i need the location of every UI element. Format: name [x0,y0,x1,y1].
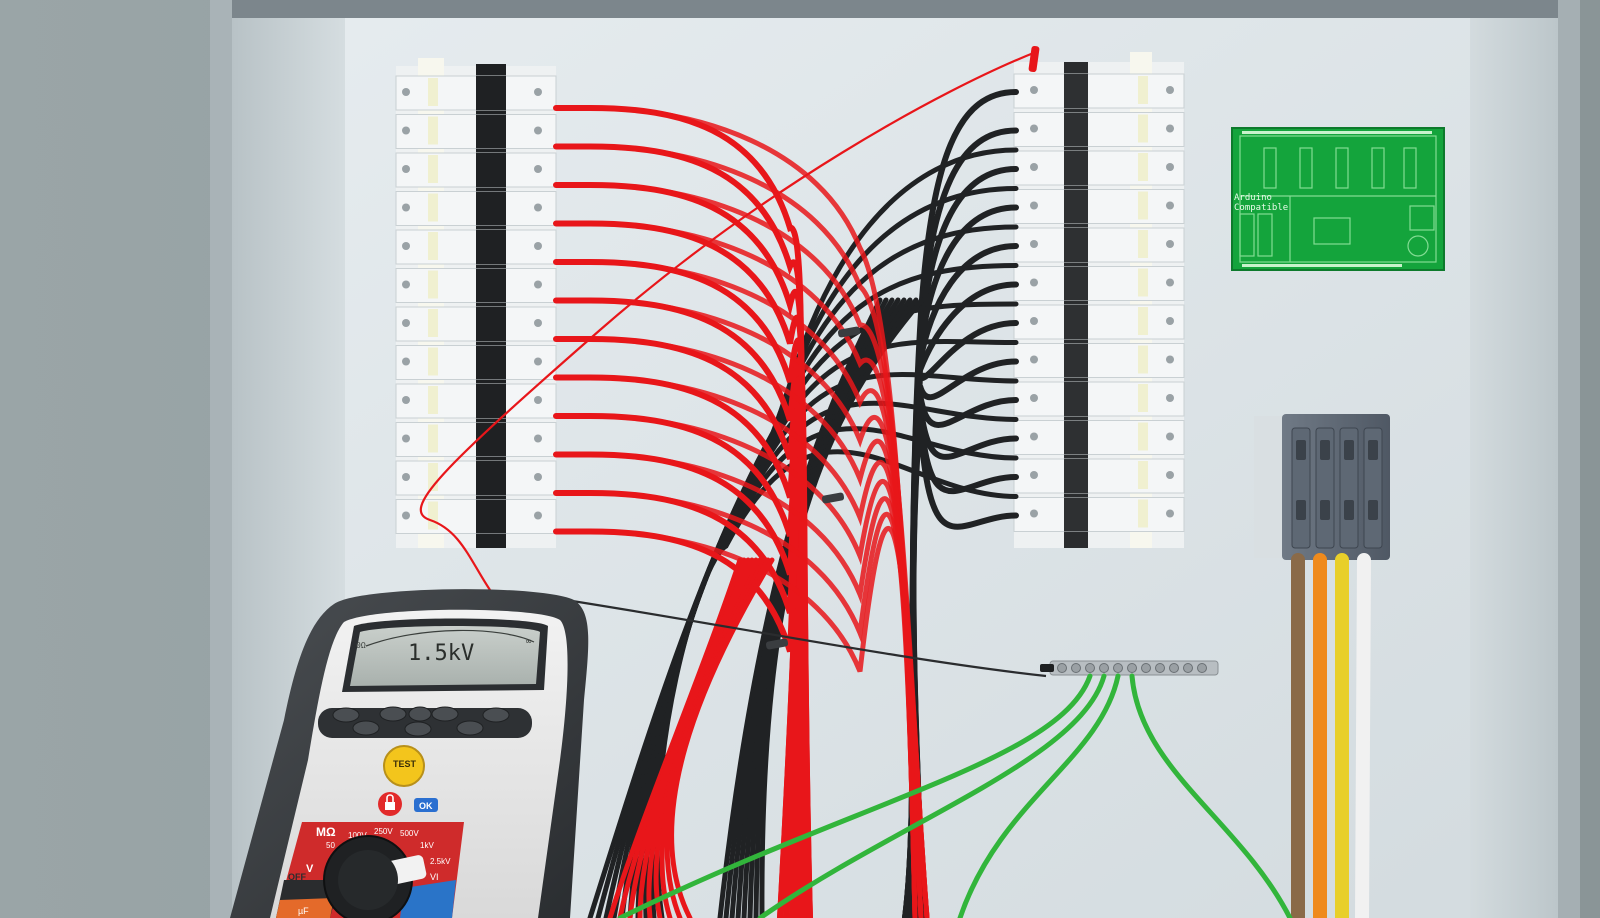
terminal-right-8 [1013,343,1185,378]
range-label-50: 50 [326,841,335,850]
terminal-right-2 [1013,112,1185,147]
function-button-3[interactable] [408,706,432,722]
range-label-uf: µF [298,906,309,916]
range-label-v: V [306,863,314,875]
test-leads [419,45,1054,678]
function-button-5[interactable] [482,707,510,723]
test-button-label: TEST [393,759,417,769]
cable-ties [765,326,861,650]
lock-button[interactable] [378,792,402,816]
terminal-right-3 [1013,150,1185,186]
range-label-vi: VI [430,872,439,882]
lock-icon [385,802,395,810]
arduino-pcb: Arduino Compatible [1231,127,1445,271]
left-terminal-block [395,58,557,548]
function-button-4[interactable] [431,706,459,722]
terminal-right-4 [1013,189,1185,224]
function-button-6[interactable] [352,720,380,736]
pcb-label-arduino: Arduino [1234,193,1272,203]
function-button-7[interactable] [404,721,432,737]
relay-cables [1291,553,1371,918]
range-label-250v: 250V [374,827,393,836]
range-label-off: OFF [288,872,306,882]
test-button[interactable]: TEST [383,745,425,787]
terminal-right-9 [1013,381,1185,417]
terminal-right-5 [1013,227,1185,263]
rotary-selector-knob[interactable] [323,835,427,918]
red-wire-bundle [553,105,930,918]
lcd-display: 0Ω ∞ 1.5kV [342,618,548,692]
earth-bar [1049,660,1219,676]
right-terminal-block [1013,52,1185,548]
range-label-1kv: 1kV [420,841,434,850]
lcd-scale-right: ∞ [526,637,532,647]
function-button-1[interactable] [332,707,360,723]
terminal-right-7 [1013,304,1185,340]
range-label-mohm: MΩ [316,825,336,839]
lcd-reading: 1.5kV [408,641,474,666]
range-label-100v: 100V [348,831,367,840]
ok-button[interactable]: OK [414,798,438,812]
ok-button-label: OK [419,801,433,811]
relay-module [1254,414,1390,560]
function-button-8[interactable] [456,720,484,736]
terminal-right-12 [1013,497,1185,532]
range-label-2-5kv: 2.5kV [430,857,451,866]
terminal-right-10 [1013,420,1185,455]
terminal-right-1 [1013,73,1185,109]
pcb-label-compatible: Compatible [1234,203,1288,213]
insulation-tester: 0Ω ∞ 1.5kV TEST [230,589,589,918]
function-button-row [318,706,532,738]
terminal-right-6 [1013,266,1185,301]
function-button-2[interactable] [379,706,407,722]
terminal-right-11 [1013,458,1185,494]
lcd-scale-left: 0Ω [356,641,366,650]
green-earth-wires [617,673,1293,918]
range-label-500v: 500V [400,829,419,838]
